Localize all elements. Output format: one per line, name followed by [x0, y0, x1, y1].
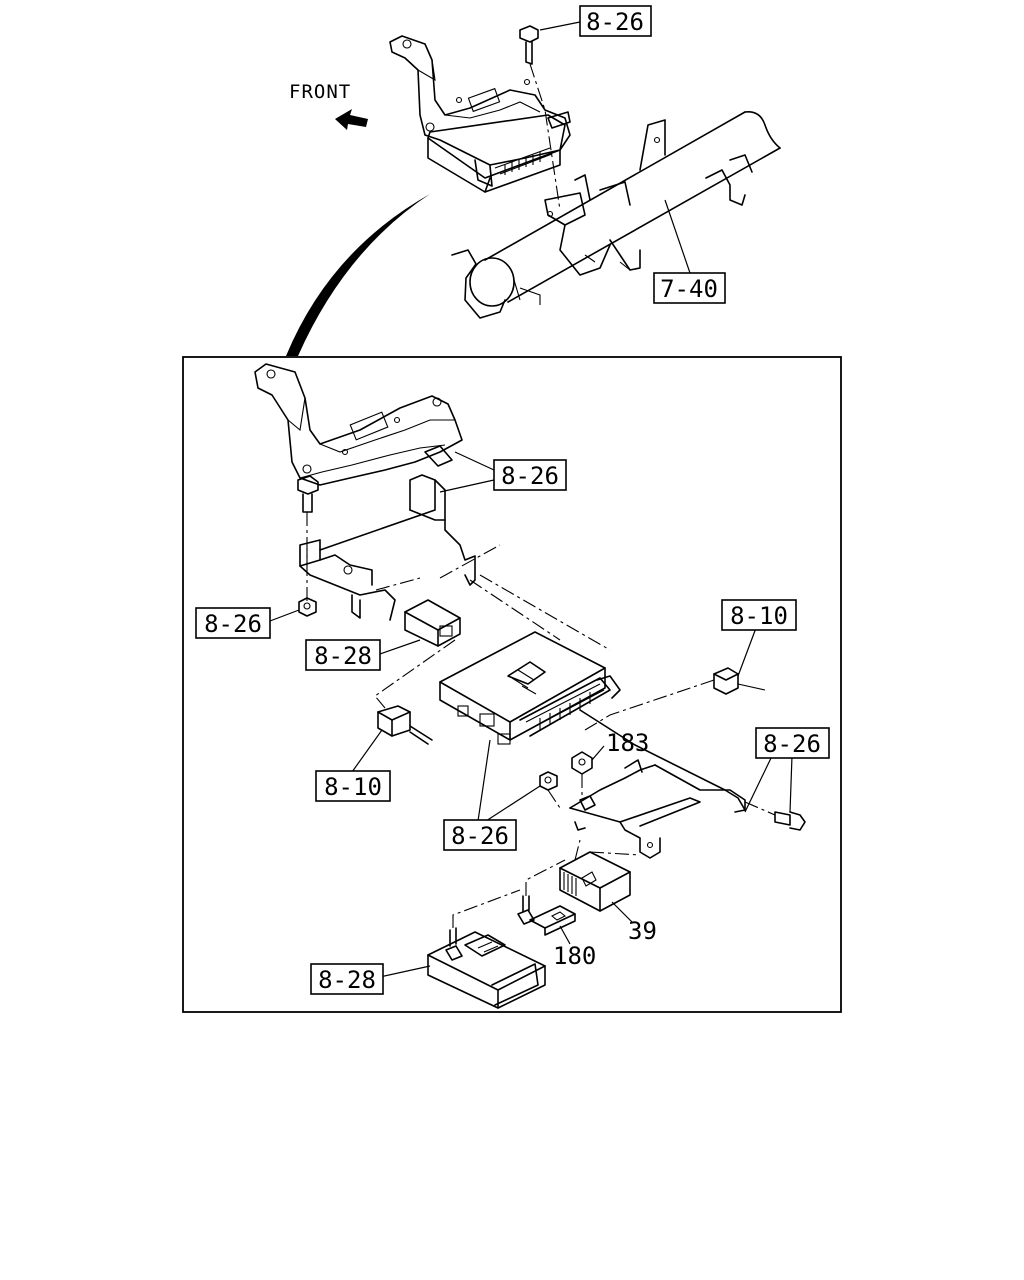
svg-text:8-26: 8-26 — [501, 462, 559, 490]
svg-text:8-26: 8-26 — [763, 730, 821, 758]
detail-clip-180 — [517, 859, 576, 936]
svg-text:8-28: 8-28 — [314, 642, 372, 670]
detail-mounting-bracket — [254, 363, 463, 486]
callout-left-connector: 8-10 — [315, 729, 391, 802]
callout-lower-nuts: 8-26 — [443, 739, 541, 851]
callout-bracket: 8-26 — [439, 451, 567, 493]
detail-bolt-left — [297, 475, 319, 605]
callout-right-connector: 8-10 — [721, 599, 797, 677]
detail-assembly: 8-26 8-26 8-28 8-10 8-10 8-26 — [195, 363, 830, 1009]
detail-nut-left — [298, 597, 317, 617]
svg-text:8-26: 8-26 — [451, 822, 509, 850]
svg-text:180: 180 — [553, 942, 596, 970]
detail-nut-lower — [539, 771, 561, 809]
svg-text:8-26: 8-26 — [586, 8, 644, 36]
label-39: 39 — [611, 901, 657, 945]
detail-lower-module — [427, 889, 546, 1009]
detail-connector-right — [584, 667, 766, 731]
detail-lower-bracket — [569, 709, 776, 859]
svg-text:8-10: 8-10 — [730, 602, 788, 630]
svg-text:8-28: 8-28 — [318, 966, 376, 994]
svg-text:39: 39 — [628, 917, 657, 945]
callout-left-nut: 8-26 — [195, 607, 300, 639]
callout-upper-relay: 8-28 — [305, 639, 421, 671]
overview-top-bolt — [519, 25, 561, 211]
svg-text:8-26: 8-26 — [204, 610, 262, 638]
crossmember-tube — [451, 110, 781, 319]
detail-connector-left — [377, 705, 433, 745]
detail-support-plate — [299, 474, 476, 621]
front-label: FRONT — [289, 81, 351, 103]
label-183: 183 — [591, 729, 649, 761]
svg-text:183: 183 — [606, 729, 649, 757]
overview-assembly: FRONT — [286, 5, 781, 356]
detail-control-module — [439, 574, 621, 745]
front-arrow-icon — [335, 109, 368, 130]
callout-top-bolt: 8-26 — [539, 5, 652, 37]
overview-bracket — [389, 35, 571, 166]
detail-nut-183 — [571, 751, 593, 796]
callout-right-bolt: 8-26 — [744, 727, 830, 813]
callout-lower-module: 8-28 — [310, 963, 431, 995]
svg-text:7-40: 7-40 — [660, 275, 718, 303]
detail-relay-39 — [559, 839, 641, 912]
label-180: 180 — [553, 925, 596, 970]
detail-curve-arrow-icon — [286, 194, 430, 356]
detail-frame — [182, 356, 842, 1013]
svg-text:8-10: 8-10 — [324, 773, 382, 801]
detail-bolt-right — [774, 811, 806, 831]
detail-relay-upper — [375, 544, 501, 647]
callout-crossmember: 7-40 — [653, 199, 726, 304]
overview-module — [427, 111, 571, 193]
